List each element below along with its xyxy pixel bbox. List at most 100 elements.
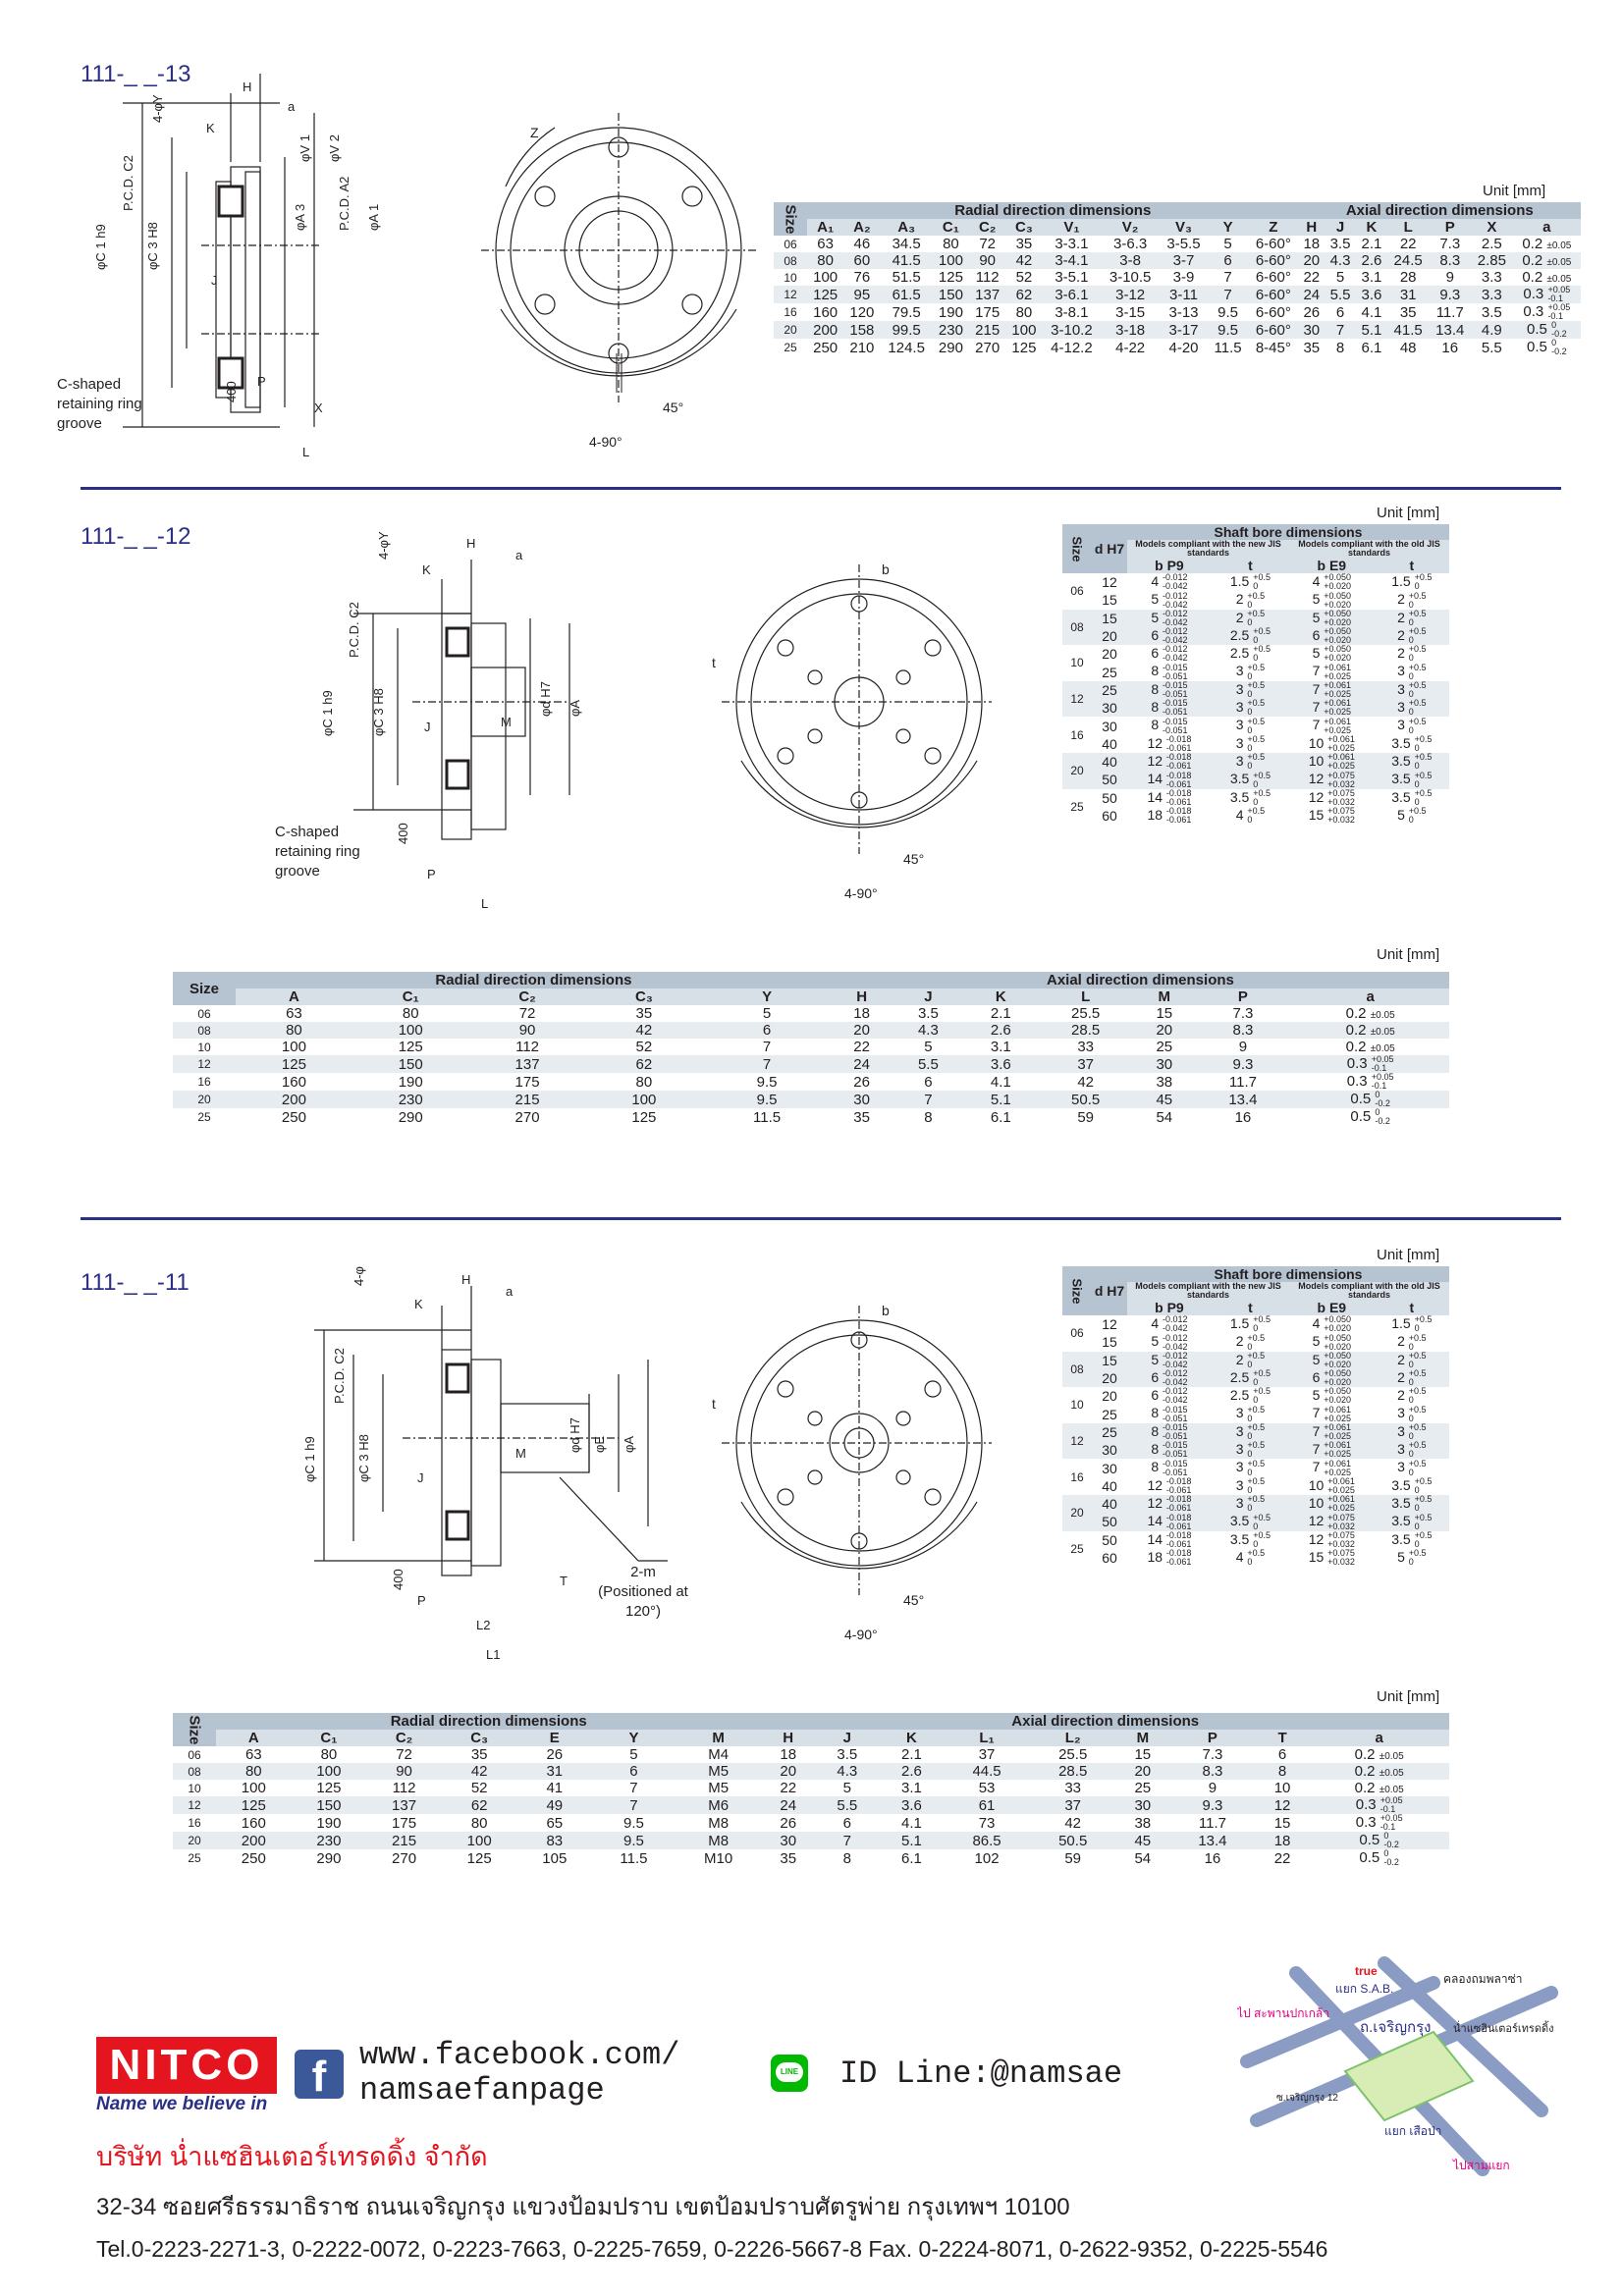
table-cell: 50 bbox=[1092, 771, 1128, 789]
bore-new-header-11: Models compliant with the new JIS standa… bbox=[1135, 1281, 1281, 1300]
table-cell: 62 bbox=[1005, 286, 1043, 304]
map-khlong: คลองถมพลาซ่า bbox=[1443, 1972, 1523, 1986]
tolerance: -0.012-0.042 bbox=[1163, 1314, 1188, 1334]
table-cell: 63 bbox=[817, 236, 834, 252]
column-header: V₁ bbox=[1063, 219, 1080, 236]
table-cell: 9.3 bbox=[1169, 1796, 1256, 1815]
table-cell: 63 bbox=[286, 1005, 302, 1022]
tolerance: +0.05-0.1 bbox=[1547, 302, 1571, 322]
table-cell: 230 bbox=[352, 1091, 469, 1109]
table-cell: 2.1 bbox=[1361, 236, 1382, 252]
table-cell: 250 bbox=[813, 339, 839, 356]
table-cell: 3-18 bbox=[1101, 321, 1160, 340]
table-cell: 3.5 bbox=[1329, 236, 1351, 252]
company-phones: Tel.0-2223-2271-3, 0-2222-0072, 0-2223-7… bbox=[96, 2236, 1328, 2262]
table-cell: 20 bbox=[761, 1763, 816, 1780]
svg-text:4-φY: 4-φY bbox=[376, 531, 391, 560]
table-cell: 0.2 ±0.05 bbox=[1345, 1039, 1395, 1055]
table-cell: 9.5 bbox=[1208, 321, 1249, 340]
table-cell: 6 bbox=[1277, 1746, 1287, 1763]
table-cell: 160 bbox=[813, 303, 839, 321]
tolerance: -0.015-0.051 bbox=[1163, 716, 1188, 735]
column-header: P bbox=[1444, 219, 1455, 236]
table-cell: 10 +0.061+0.025 bbox=[1289, 1495, 1375, 1514]
svg-text:45°: 45° bbox=[903, 1592, 924, 1608]
table-cell: 50 bbox=[1092, 1513, 1128, 1531]
column-header: H bbox=[856, 988, 868, 1005]
spec-table-12: Size Radial direction dimensions Axial d… bbox=[173, 972, 1449, 1126]
table-cell: 190 bbox=[938, 303, 963, 321]
bore-d-header: d H7 bbox=[1092, 524, 1128, 573]
svg-text:φA 1: φA 1 bbox=[366, 204, 381, 231]
bore-title-11: Shaft bore dimensions bbox=[1127, 1266, 1449, 1282]
table-cell: 100 bbox=[1005, 321, 1043, 340]
radial-group-header-11: Radial direction dimensions bbox=[216, 1713, 762, 1730]
table-cell: 190 bbox=[316, 1814, 342, 1832]
svg-text:φC 1 h9: φC 1 h9 bbox=[93, 224, 108, 270]
table-cell: 0.5 0-0.2 bbox=[1309, 1832, 1449, 1850]
table-cell: 9.5 bbox=[623, 1814, 644, 1832]
table-cell: 125 bbox=[1011, 339, 1037, 356]
table-cell: 5 bbox=[1335, 269, 1345, 286]
table-cell: 18 bbox=[853, 1005, 870, 1022]
table-cell: 53 bbox=[978, 1780, 996, 1796]
table-cell: 8 -0.015-0.051 bbox=[1151, 1458, 1188, 1477]
table-cell: 50 bbox=[1102, 1531, 1117, 1548]
size-cell: 25 bbox=[1070, 799, 1084, 814]
spec-table-13: Size Radial direction dimensions Axial d… bbox=[774, 202, 1581, 356]
tolerance: 0-0.2 bbox=[1551, 338, 1567, 357]
tolerance: +0.061+0.025 bbox=[1324, 1404, 1352, 1423]
table-cell: 10 bbox=[1273, 1780, 1291, 1796]
table-cell: 0.3 +0.05-0.1 bbox=[1355, 1813, 1403, 1833]
company-address: 32-34 ซอยศรีธรรมาธิราช ถนนเจริญกรุง แขวง… bbox=[96, 2194, 1070, 2220]
table-cell: 3-5.5 bbox=[1166, 236, 1201, 252]
line-id[interactable]: ID Line:@namsae bbox=[839, 2056, 1123, 2092]
size-header-12: Size bbox=[173, 972, 236, 1005]
svg-text:L1: L1 bbox=[486, 1647, 500, 1662]
table-cell: 2.1 bbox=[990, 1005, 1011, 1022]
table-cell: 0.5 0-0.2 bbox=[1512, 321, 1581, 340]
svg-text:K: K bbox=[414, 1297, 423, 1311]
table-cell: 3.5 bbox=[917, 1005, 939, 1022]
table-cell: 7 bbox=[762, 1039, 772, 1055]
table-cell: 25 bbox=[1134, 1780, 1152, 1796]
table-cell: 3-10.5 bbox=[1109, 269, 1152, 286]
table-cell: 7 bbox=[1325, 321, 1356, 340]
svg-text:φE: φE bbox=[592, 1436, 607, 1453]
table-cell: 0.5 0-0.2 bbox=[1350, 1107, 1390, 1127]
column-header: a bbox=[1542, 219, 1551, 236]
axial-group-header: Axial direction dimensions bbox=[1298, 202, 1581, 219]
facebook-url[interactable]: www.facebook.com/ namsaefanpage bbox=[359, 2037, 680, 2109]
table-cell: 35 bbox=[635, 1005, 653, 1022]
size-cell: 25 bbox=[197, 1110, 211, 1125]
svg-text:t: t bbox=[712, 655, 716, 670]
svg-text:H: H bbox=[243, 80, 251, 94]
table-cell: 112 bbox=[975, 269, 1000, 286]
table-cell: 46 bbox=[853, 236, 871, 252]
table-cell: 6-60° bbox=[1255, 303, 1291, 321]
column-header: M bbox=[1136, 1730, 1150, 1746]
table-cell: 11.5 bbox=[620, 1849, 648, 1867]
slogan: Name we believe in bbox=[96, 2094, 268, 2114]
table-cell: 100 bbox=[281, 1039, 306, 1055]
tolerance: +0.061+0.025 bbox=[1324, 1458, 1352, 1477]
table-cell: 18 bbox=[1255, 1832, 1310, 1850]
table-cell: 5 bbox=[629, 1746, 638, 1763]
table-cell: 37 bbox=[978, 1746, 996, 1763]
